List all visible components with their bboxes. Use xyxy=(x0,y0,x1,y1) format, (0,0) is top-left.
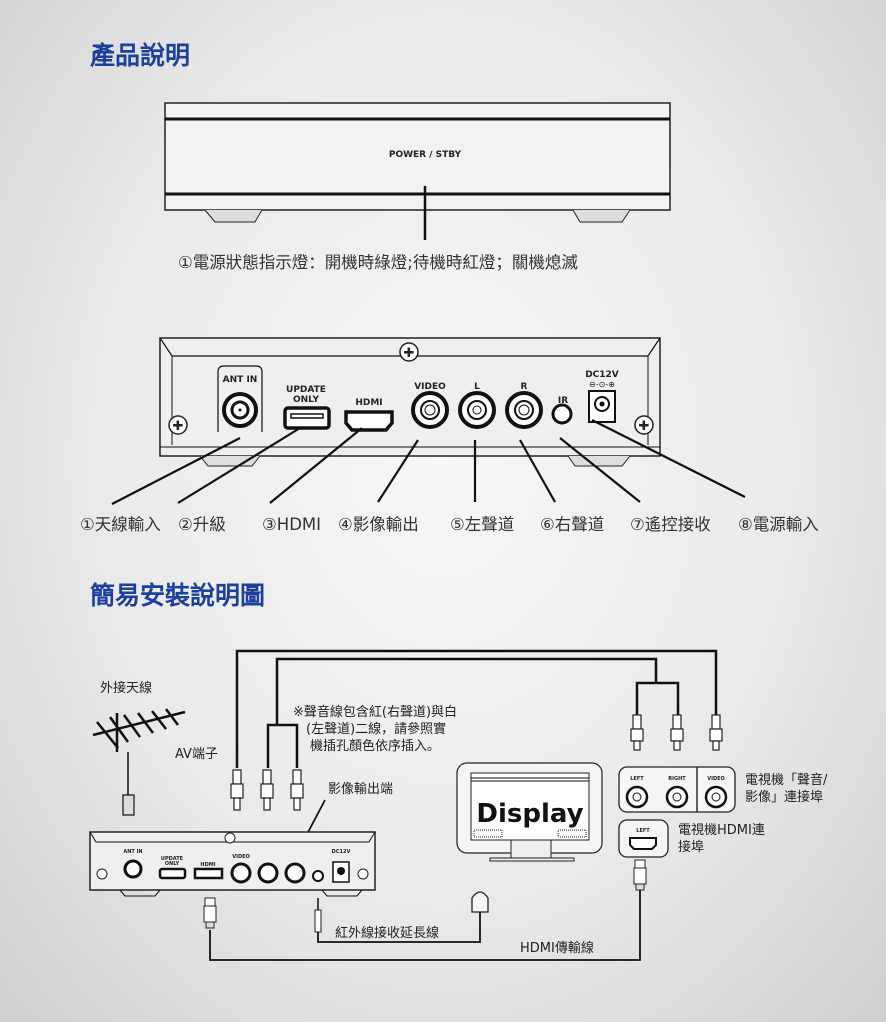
svg-text:✚: ✚ xyxy=(173,419,184,434)
caption-ant-input: ①天線輸入 xyxy=(80,515,161,534)
tv-av-caption-2: 影像」連接埠 xyxy=(745,789,823,805)
svg-text:ONLY: ONLY xyxy=(165,861,180,867)
av-terminal-label: AV端子 xyxy=(175,747,218,762)
tv-hdmi-left-label: LEFT xyxy=(636,828,650,834)
svg-text:UPDATE: UPDATE xyxy=(161,856,184,862)
l-label: L xyxy=(474,382,480,392)
caption-video-out: ④影像輸出 xyxy=(338,515,419,534)
ir-extension-cable xyxy=(314,891,489,943)
section-title-product: 產品說明 xyxy=(90,41,190,70)
dc12v-label: DC12V xyxy=(585,370,619,380)
tv-av-ports-panel: LEFT RIGHT VIDEO xyxy=(618,766,736,813)
display-monitor-illustration: Display xyxy=(456,762,603,862)
tv-hdmi-caption-1: 電視機HDMI連 xyxy=(678,823,765,838)
section-title-install: 簡易安裝說明圖 xyxy=(90,581,265,610)
hdmi-cable-label: HDMI傳輸線 xyxy=(520,940,594,956)
screw-icon: ✚ xyxy=(399,342,419,362)
screw-icon: ✚ xyxy=(168,415,188,435)
display-text: Display xyxy=(476,799,583,829)
tv-hdmi-port-panel: LEFT xyxy=(618,819,669,858)
svg-text:VIDEO: VIDEO xyxy=(232,854,250,860)
r-label: R xyxy=(521,382,528,392)
ir-cable-label: 紅外線接收延長線 xyxy=(335,925,439,941)
update-label: UPDATE xyxy=(286,385,326,395)
tv-av-caption-1: 電視機「聲音/ xyxy=(745,772,828,788)
svg-text:ANT IN: ANT IN xyxy=(123,849,142,855)
front-panel-illustration: POWER / STBY xyxy=(164,102,671,240)
ir-label: IR xyxy=(558,396,568,406)
ant-in-label: ANT IN xyxy=(223,375,258,385)
audio-note-line-1: ※聲音線包含紅(右聲道)與白 xyxy=(293,704,457,720)
power-indicator-caption: ①電源狀態指示燈：開機時綠燈;待機時紅燈；關機熄滅 xyxy=(178,253,578,272)
av-cables xyxy=(235,649,718,768)
svg-text:HDMI: HDMI xyxy=(200,862,215,868)
svg-text:⊖-⊙-⊕: ⊖-⊙-⊕ xyxy=(589,380,615,389)
svg-text:✚: ✚ xyxy=(404,346,415,361)
power-stby-label: POWER / STBY xyxy=(389,150,462,160)
caption-upgrade: ②升級 xyxy=(178,515,226,534)
caption-ir: ⑦遙控接收 xyxy=(630,515,711,534)
caption-hdmi: ③HDMI xyxy=(262,515,321,534)
svg-text:✚: ✚ xyxy=(639,419,650,434)
antenna-icon xyxy=(92,708,186,816)
antenna-label: 外接天線 xyxy=(100,680,152,696)
video-label: VIDEO xyxy=(414,382,446,392)
port-captions: ①天線輸入 ②升級 ③HDMI ④影像輸出 ⑤左聲道 ⑥右聲道 ⑦遙控接收 ⑧電… xyxy=(80,515,819,534)
rca-plugs xyxy=(230,714,723,811)
caption-power: ⑧電源輸入 xyxy=(738,515,819,534)
caption-right-audio: ⑥右聲道 xyxy=(540,515,604,534)
audio-note-line-2: (左聲道)二線，請參照實 xyxy=(306,721,446,737)
screw-icon: ✚ xyxy=(634,415,654,435)
svg-text:DC12V: DC12V xyxy=(332,849,351,855)
rear-panel-illustration: ✚ ✚ ✚ ANT IN UPDATE ONLY HDMI VIDEO L R … xyxy=(111,337,746,505)
only-label: ONLY xyxy=(293,395,320,405)
video-out-label: 影像輸出端 xyxy=(328,782,393,797)
audio-note-line-3: 機插孔顏色依序插入。 xyxy=(310,738,440,754)
hdmi-cable xyxy=(203,859,647,961)
hdmi-label: HDMI xyxy=(355,398,382,408)
caption-left-audio: ⑤左聲道 xyxy=(450,515,514,534)
tv-left-label: LEFT xyxy=(630,776,644,782)
tv-hdmi-caption-2: 接埠 xyxy=(678,839,704,855)
tv-video-label: VIDEO xyxy=(707,776,725,782)
tv-right-label: RIGHT xyxy=(668,776,686,782)
